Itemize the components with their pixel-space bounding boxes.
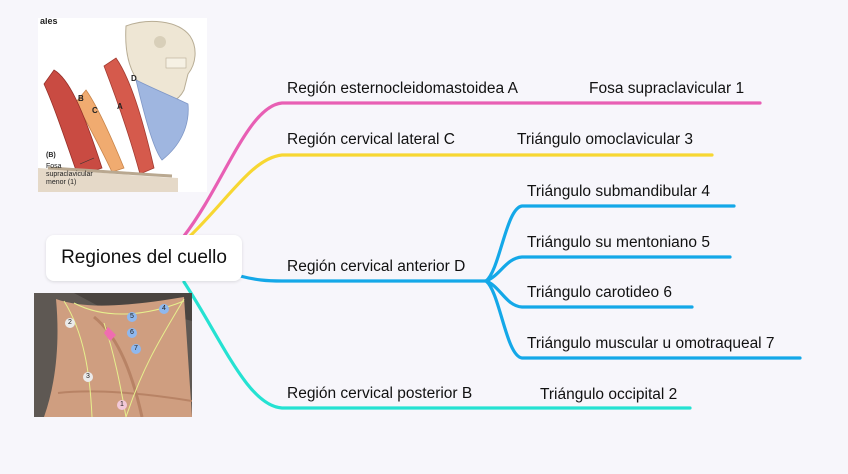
photo-marker-3 bbox=[83, 372, 93, 382]
anatomy-letter-d: D bbox=[131, 74, 137, 83]
child-label-occipital[interactable]: Triángulo occipital 2 bbox=[540, 386, 678, 403]
anatomy-caption-line-1: Fosa bbox=[46, 163, 62, 170]
branch-label-esternocleidomastoidea[interactable]: Región esternocleidomastoidea A bbox=[287, 80, 518, 97]
photo-marker-1-label: 1 bbox=[120, 401, 124, 408]
photo-marker-4 bbox=[159, 304, 169, 314]
photo-marker-3-label: 3 bbox=[86, 373, 90, 380]
connector-blue-child-4 bbox=[484, 204, 736, 283]
connector-blue bbox=[238, 274, 488, 283]
photo-marker-2-label: 2 bbox=[68, 319, 72, 326]
anatomy-letter-c: C bbox=[92, 106, 98, 115]
root-node-label: Regiones del cuello bbox=[61, 247, 227, 268]
connector-pink bbox=[182, 101, 762, 238]
photo-marker-5-label: 5 bbox=[130, 313, 134, 320]
neck-photo: 1 2 3 4 5 6 7 bbox=[34, 293, 192, 417]
photo-marker-2 bbox=[65, 318, 75, 328]
connector-cyan bbox=[182, 280, 692, 410]
child-label-carotideo[interactable]: Triángulo carotideo 6 bbox=[527, 284, 673, 301]
branch-label-cervical-anterior[interactable]: Región cervical anterior D bbox=[287, 258, 466, 275]
anatomy-letter-b: B bbox=[78, 94, 84, 103]
connector-blue-child-6 bbox=[484, 279, 694, 309]
branch-label-cervical-lateral[interactable]: Región cervical lateral C bbox=[287, 131, 455, 148]
photo-marker-5 bbox=[127, 312, 137, 322]
child-label-fosa-supraclavicular[interactable]: Fosa supraclavicular 1 bbox=[589, 80, 745, 97]
anatomy-illustration: ales B C A D (B) Fosa supraclavicular me… bbox=[38, 18, 207, 192]
neck-photo-drawing bbox=[34, 293, 192, 417]
anatomy-caption-line-3: menor (1) bbox=[46, 179, 77, 186]
branch-label-cervical-posterior[interactable]: Región cervical posterior B bbox=[287, 385, 473, 402]
child-label-omoclavicular[interactable]: Triángulo omoclavicular 3 bbox=[517, 131, 694, 148]
root-node[interactable]: Regiones del cuello bbox=[46, 235, 242, 281]
photo-marker-7-label: 7 bbox=[134, 345, 138, 352]
anatomy-panel-label: (B) bbox=[46, 152, 56, 159]
photo-marker-6 bbox=[127, 328, 137, 338]
connector-yellow bbox=[186, 153, 714, 240]
photo-marker-6-label: 6 bbox=[130, 329, 134, 336]
child-label-submandibular[interactable]: Triángulo submandibular 4 bbox=[527, 183, 710, 200]
child-label-submentoniano[interactable]: Triángulo su mentoniano 5 bbox=[527, 234, 710, 251]
anatomy-caption-line-2: supraclavicular bbox=[46, 171, 93, 178]
anatomy-letter-a: A bbox=[117, 102, 123, 111]
anatomy-drawing bbox=[38, 20, 196, 192]
child-label-muscular-omotraqueal[interactable]: Triángulo muscular u omotraqueal 7 bbox=[527, 335, 775, 352]
connector-blue-child-7 bbox=[484, 279, 802, 360]
photo-marker-4-label: 4 bbox=[162, 305, 166, 312]
photo-marker-1 bbox=[117, 400, 127, 410]
photo-marker-7 bbox=[131, 344, 141, 354]
anatomy-header: ales bbox=[40, 18, 58, 26]
connector-blue-child-5 bbox=[484, 255, 732, 283]
